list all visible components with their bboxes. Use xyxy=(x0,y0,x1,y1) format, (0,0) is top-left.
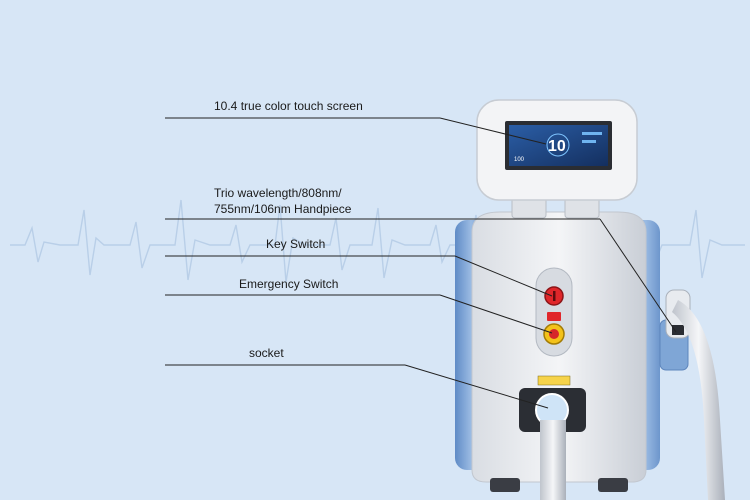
screen-big-number: 10 xyxy=(548,138,566,155)
label-key-switch: Key Switch xyxy=(266,237,326,251)
callout-leader-handpiece xyxy=(599,218,677,333)
foot-right xyxy=(598,478,628,492)
screen-small-number: 100 xyxy=(514,157,525,163)
callout-leader-socket xyxy=(404,364,549,409)
label-emergency-switch: Emergency Switch xyxy=(239,277,339,291)
callout-leader-emergency-switch xyxy=(439,294,553,334)
handpiece-tip xyxy=(672,325,684,335)
label-touch-screen: 10.4 true color touch screen xyxy=(214,99,363,113)
callout-leader-key-switch xyxy=(454,255,553,297)
screen-dial-icon xyxy=(546,133,570,157)
foot-left xyxy=(490,478,520,492)
key-switch-slot xyxy=(553,291,556,301)
warning-sticker xyxy=(537,375,571,386)
front-cable xyxy=(540,420,566,500)
emergency-switch-cap xyxy=(549,329,559,339)
handpiece-cable xyxy=(672,300,725,500)
label-handpiece-line1: Trio wavelength/808nm/ xyxy=(214,186,342,200)
screen-side-indicators xyxy=(582,132,602,135)
label-handpiece-line2: 755nm/106nm Handpiece xyxy=(214,202,352,216)
warning-label-small xyxy=(547,312,561,321)
callout-leader-touch-screen xyxy=(439,117,547,145)
label-socket: socket xyxy=(249,346,284,360)
screen-side-indicators-2 xyxy=(582,140,596,143)
touch-screen[interactable] xyxy=(509,125,608,166)
